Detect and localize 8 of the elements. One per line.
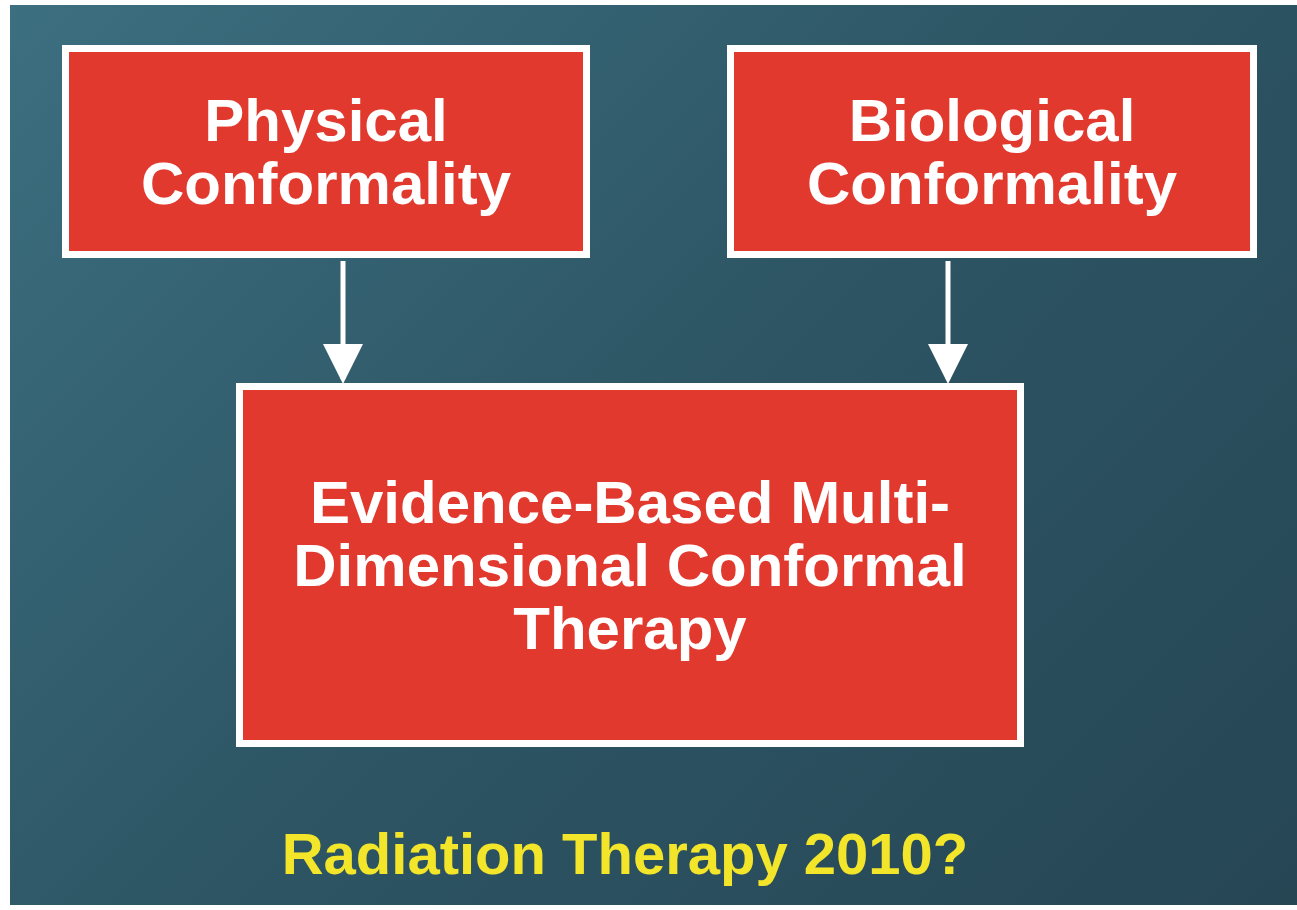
box-label: Evidence-Based Multi-Dimensional Conformal Therapy (292, 470, 968, 660)
process-box (727, 45, 1257, 258)
box-label: Biological Conformality (806, 88, 1178, 215)
process-box (62, 45, 590, 258)
process-box (236, 383, 1024, 747)
arrow (323, 261, 363, 384)
box-label: Physical Conformality (140, 88, 512, 215)
arrow (928, 261, 968, 384)
